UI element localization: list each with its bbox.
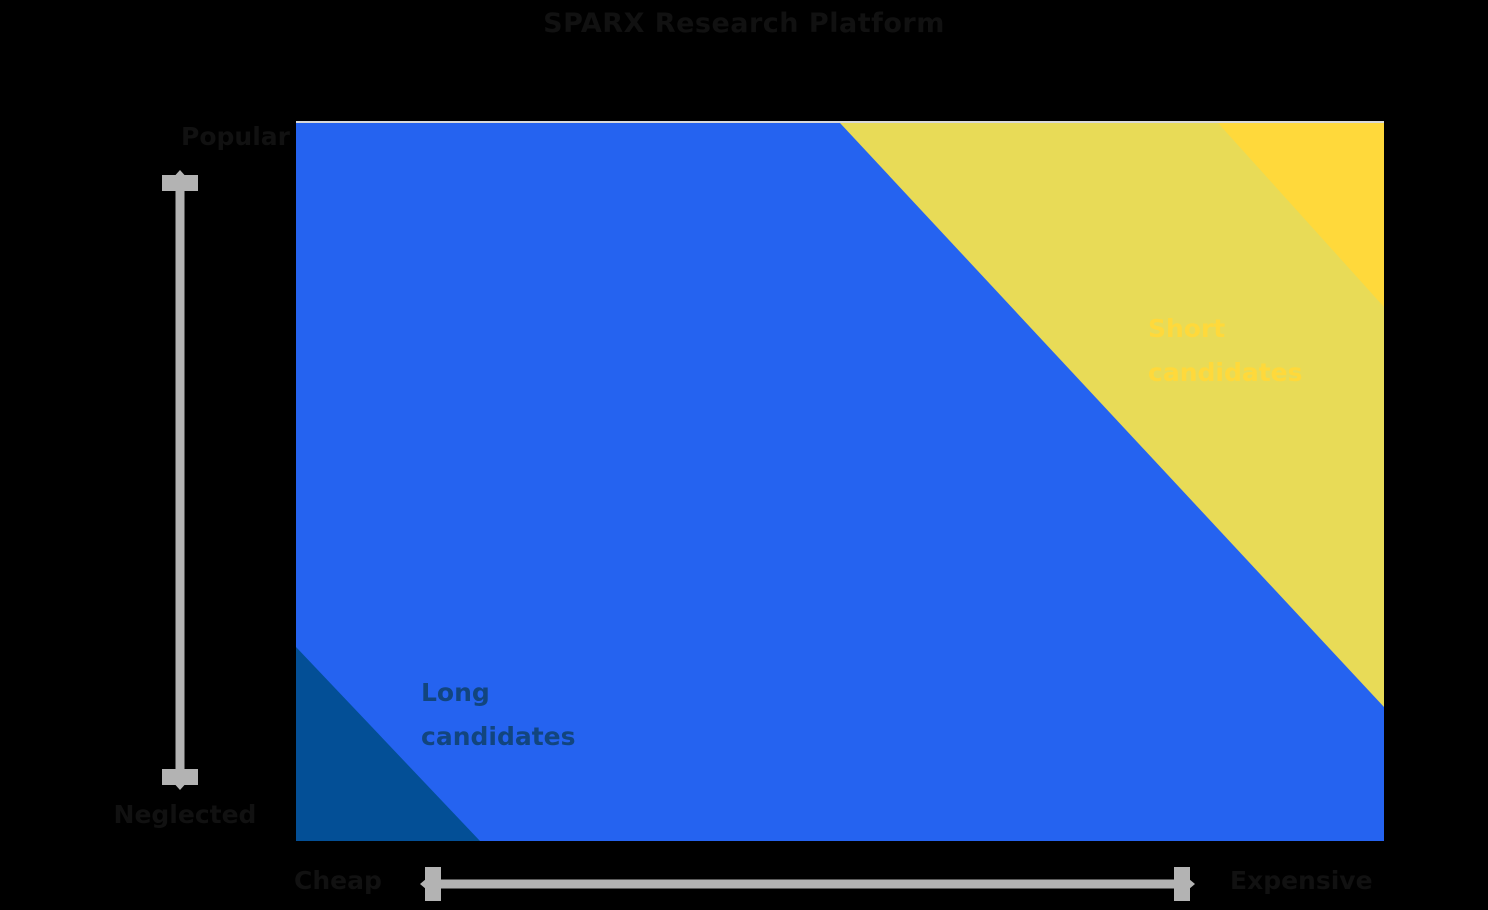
x-axis-right-label: Expensive (1230, 866, 1373, 895)
y-axis: Popular Neglected (110, 110, 290, 850)
double-headed-horizontal-arrow-icon (420, 862, 1195, 906)
region-short-candidates (840, 123, 1384, 707)
quadrant-plot-area: Short candidates Long candidates (296, 121, 1384, 841)
page-title: SPARX Research Platform (543, 8, 945, 39)
x-axis: Cheap Expensive (280, 858, 1488, 910)
region-most-expensive (1218, 123, 1384, 307)
y-axis-top-label: Popular (181, 122, 290, 151)
double-headed-vertical-arrow-icon (155, 170, 205, 790)
y-axis-bottom-label: Neglected (113, 800, 257, 829)
x-axis-left-label: Cheap (294, 866, 382, 895)
region-deep-value (296, 647, 480, 841)
